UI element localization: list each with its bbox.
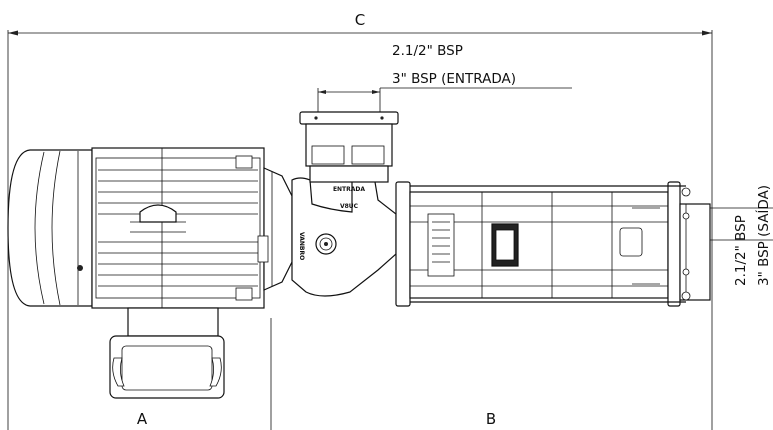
outlet-callout: 2.1/2" BSP 3" BSP (SAÍDA) [710, 185, 773, 286]
dimension-c-label: C [355, 11, 365, 29]
outlet-size-line1: 2.1/2" BSP [733, 215, 749, 286]
dimension-ab: A B [137, 318, 496, 430]
outlet-size-line2: 3" BSP (SAÍDA) [755, 185, 772, 286]
inlet-entrada-text: ENTRADA [333, 186, 365, 193]
pump-column [395, 181, 669, 307]
motor [7, 147, 293, 399]
outlet-end [410, 181, 711, 307]
inlet-flange: ENTRADA V8UC [299, 111, 399, 210]
dimension-b-label: B [486, 410, 496, 428]
inlet-size-line1: 2.1/2" BSP [392, 43, 463, 59]
inlet-size-line2: 3" BSP (ENTRADA) [392, 71, 516, 87]
inlet-callout: 2.1/2" BSP 3" BSP (ENTRADA) [317, 43, 572, 118]
pump-volute: VANBRO [291, 175, 397, 297]
volute-brand-text: VANBRO [298, 232, 305, 260]
inlet-brand-text: V8UC [340, 203, 359, 210]
dimension-a-label: A [137, 410, 148, 428]
